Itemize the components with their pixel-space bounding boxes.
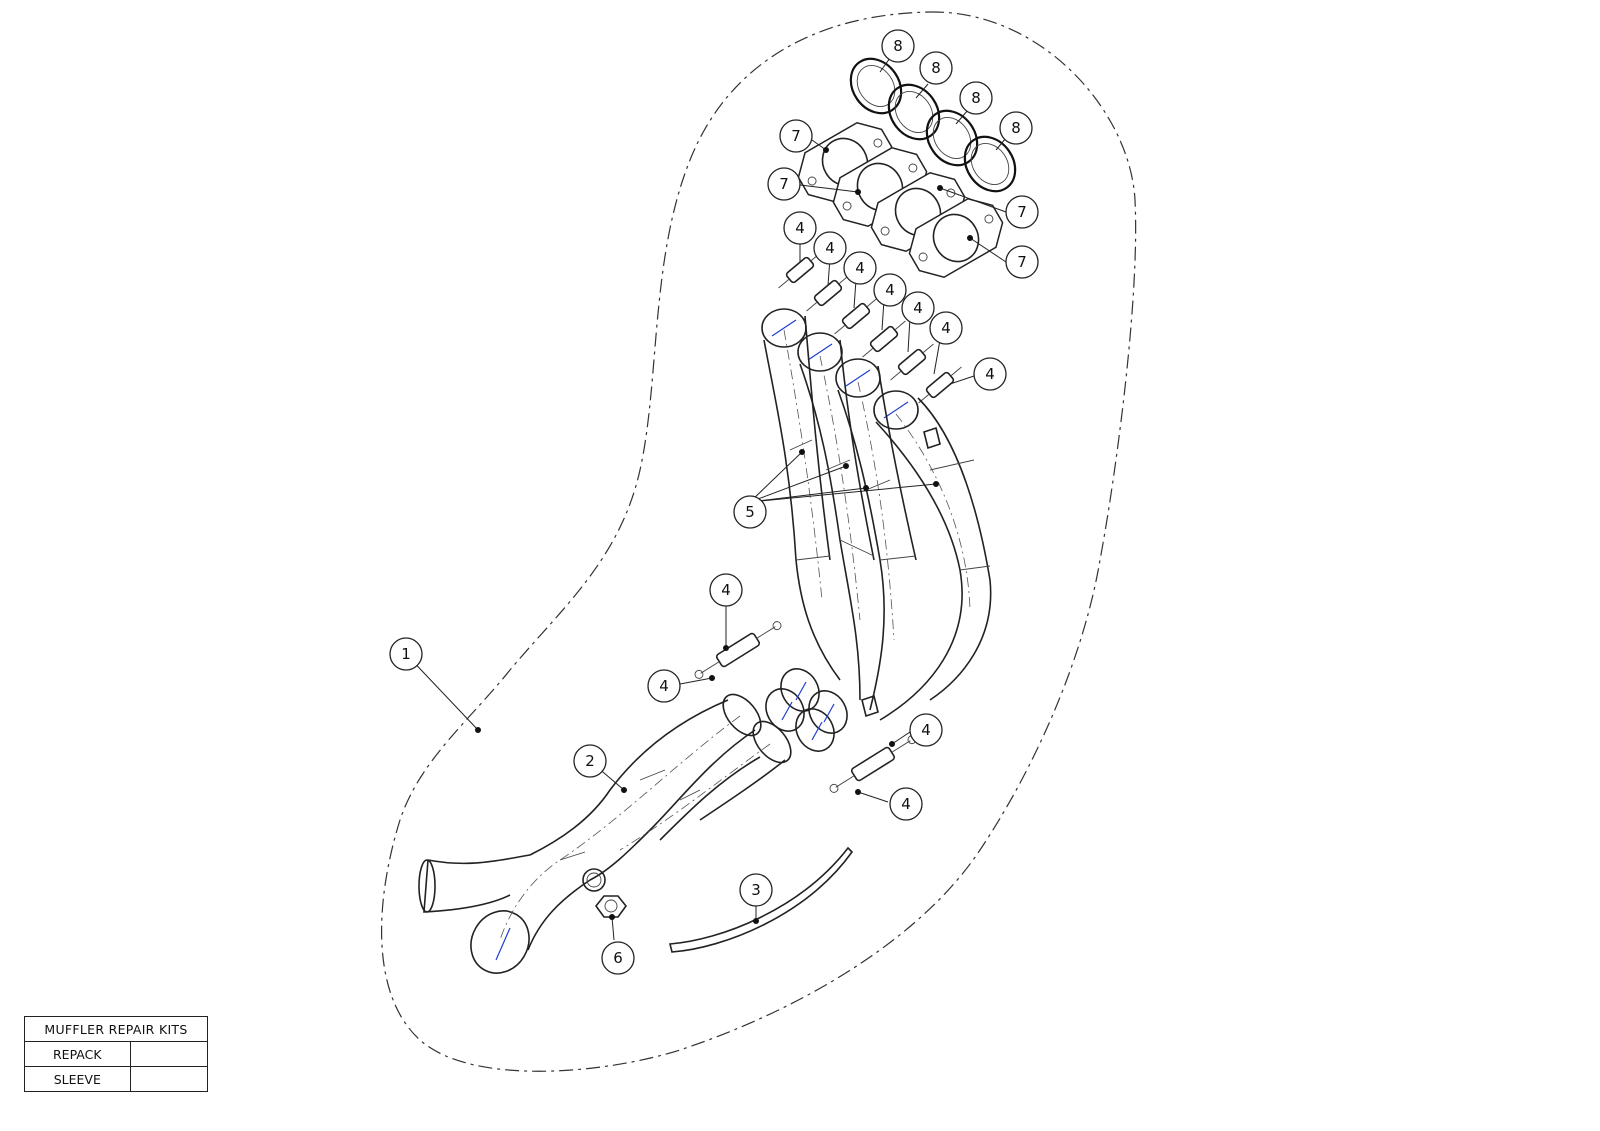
assembly-outline (381, 11, 1137, 1072)
callout-7: 7 (779, 119, 813, 153)
table-row: REPACK (24, 1041, 209, 1067)
table-row: SLEEVE (24, 1066, 209, 1092)
svg-text:4: 4 (825, 239, 835, 257)
part-4-springs-middle (694, 621, 917, 793)
svg-text:6: 6 (613, 949, 623, 967)
svg-text:8: 8 (971, 89, 981, 107)
svg-text:4: 4 (913, 299, 923, 317)
callout-3: 3 (739, 873, 773, 907)
callout-1: 1 (389, 637, 423, 671)
row-value (129, 1066, 209, 1092)
callout-7: 7 (767, 167, 801, 201)
svg-text:4: 4 (921, 721, 931, 739)
svg-text:8: 8 (893, 37, 903, 55)
svg-text:1: 1 (401, 645, 411, 663)
callout-4: 4 (909, 713, 943, 747)
callout-4: 4 (843, 251, 877, 285)
muffler-repair-kits-table: MUFFLER REPAIR KITS REPACK SLEEVE (24, 1016, 209, 1092)
svg-text:8: 8 (1011, 119, 1021, 137)
table-header-row: MUFFLER REPAIR KITS (24, 1016, 208, 1042)
svg-text:3: 3 (751, 881, 761, 899)
table-title: MUFFLER REPAIR KITS (24, 1016, 208, 1042)
svg-text:7: 7 (779, 175, 789, 193)
part-2-collector (418, 693, 792, 974)
callout-4: 4 (929, 311, 963, 345)
callout-4: 4 (901, 291, 935, 325)
callout-4: 4 (973, 357, 1007, 391)
callout-8: 8 (999, 111, 1033, 145)
svg-text:7: 7 (1017, 253, 1027, 271)
part-3-strap (668, 846, 854, 953)
callout-4: 4 (647, 669, 681, 703)
part-7-flanges (797, 121, 1004, 279)
svg-text:4: 4 (795, 219, 805, 237)
callout-7: 7 (1005, 195, 1039, 229)
svg-text:8: 8 (931, 59, 941, 77)
callout-4: 4 (813, 231, 847, 265)
svg-text:7: 7 (791, 127, 801, 145)
part-5-header-pipes (761, 308, 992, 752)
callout-6: 6 (601, 941, 635, 975)
svg-text:4: 4 (941, 319, 951, 337)
part-8-rings (849, 57, 1017, 193)
svg-text:5: 5 (745, 503, 755, 521)
callout-4: 4 (709, 573, 743, 607)
row-label: REPACK (24, 1041, 131, 1067)
callout-7: 7 (1005, 245, 1039, 279)
callout-5: 5 (733, 495, 767, 529)
part-6-nut (594, 895, 628, 918)
callout-4: 4 (873, 273, 907, 307)
svg-text:4: 4 (901, 795, 911, 813)
callout-8: 8 (881, 29, 915, 63)
svg-text:2: 2 (585, 752, 595, 770)
svg-text:4: 4 (885, 281, 895, 299)
callout-8: 8 (919, 51, 953, 85)
row-value (129, 1041, 209, 1067)
leader-lines (405, 57, 1007, 941)
svg-text:4: 4 (659, 677, 669, 695)
callout-4: 4 (889, 787, 923, 821)
callout-8: 8 (959, 81, 993, 115)
callout-2: 2 (573, 744, 607, 778)
row-label: SLEEVE (24, 1066, 131, 1092)
callouts: 1 2 3 5 6 4 4 4 (389, 29, 1039, 975)
svg-text:4: 4 (721, 581, 731, 599)
svg-text:7: 7 (1017, 203, 1027, 221)
svg-text:4: 4 (985, 365, 995, 383)
callout-4: 4 (783, 211, 817, 245)
svg-text:4: 4 (855, 259, 865, 277)
